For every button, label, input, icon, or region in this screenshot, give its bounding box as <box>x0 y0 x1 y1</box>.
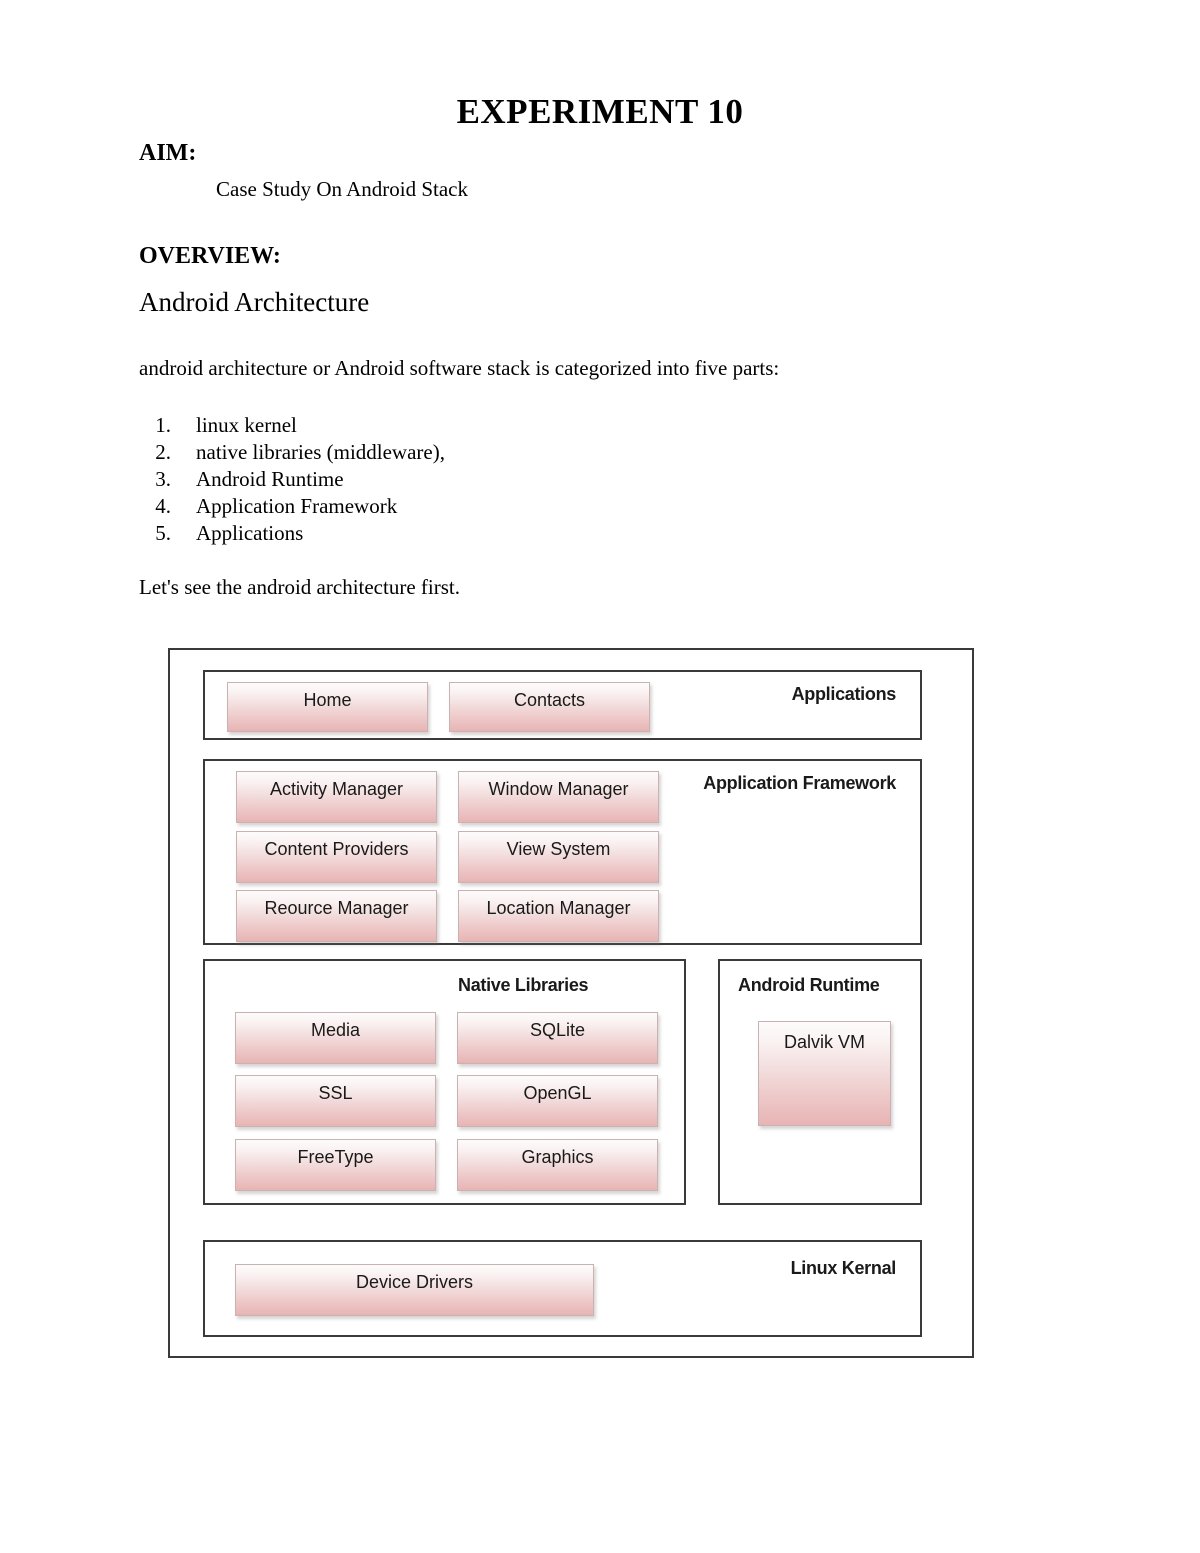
intro-paragraph: android architecture or Android software… <box>139 356 780 380</box>
list-item-label: Android Runtime <box>196 467 344 491</box>
native-box-ssl: SSL <box>235 1075 436 1127</box>
native-libraries-layer-label: Native Libraries <box>458 975 589 995</box>
kernel-box-device-drivers: Device Drivers <box>235 1264 594 1316</box>
applications-layer-panel: Applications Home Contacts <box>203 670 922 740</box>
framework-box-window-manager: Window Manager <box>458 771 659 823</box>
framework-box-content-providers-label: Content Providers <box>264 839 409 859</box>
application-framework-layer-panel: Application Framework Activity Manager W… <box>203 759 922 945</box>
list-item-label: native libraries (middleware), <box>196 440 445 464</box>
list-item-number: 1. <box>155 413 171 437</box>
framework-box-resource-manager: Reource Manager <box>236 890 437 942</box>
list-item: 5. Applications <box>139 520 445 547</box>
linux-kernel-layer-label: Linux Kernal <box>790 1258 897 1278</box>
list-item-number: 5. <box>155 521 171 545</box>
applications-layer-label: Applications <box>791 684 897 704</box>
list-item: 3. Android Runtime <box>139 466 445 493</box>
native-box-ssl-label: SSL <box>318 1083 353 1103</box>
framework-box-window-manager-label: Window Manager <box>488 779 629 799</box>
native-box-sqlite: SQLite <box>457 1012 658 1064</box>
list-item-label: linux kernel <box>196 413 297 437</box>
framework-box-content-providers: Content Providers <box>236 831 437 883</box>
list-item-number: 3. <box>155 467 171 491</box>
overview-label: OVERVIEW: <box>139 243 281 269</box>
native-box-opengl: OpenGL <box>457 1075 658 1127</box>
framework-box-location-manager: Location Manager <box>458 890 659 942</box>
runtime-box-dalvik-vm-label: Dalvik VM <box>783 1032 865 1052</box>
native-box-opengl-label: OpenGL <box>523 1083 592 1103</box>
native-box-sqlite-label: SQLite <box>529 1020 586 1040</box>
list-item-number: 4. <box>155 494 171 518</box>
app-box-home: Home <box>227 682 428 732</box>
app-box-contacts: Contacts <box>449 682 650 732</box>
list-item-label: Applications <box>196 521 304 545</box>
framework-box-resource-manager-label: Reource Manager <box>264 898 409 918</box>
runtime-box-dalvik-vm: Dalvik VM <box>758 1021 891 1126</box>
list-item: 4. Application Framework <box>139 493 445 520</box>
architecture-heading: Android Architecture <box>139 287 370 317</box>
framework-box-view-system-label: View System <box>506 839 611 859</box>
app-box-home-label: Home <box>303 690 352 710</box>
native-box-graphics-label: Graphics <box>521 1147 594 1167</box>
list-item-label: Application Framework <box>196 494 398 518</box>
android-runtime-layer-label: Android Runtime <box>738 975 880 995</box>
list-item-number: 2. <box>155 440 171 464</box>
native-libraries-layer-panel: Native Libraries Media SQLite SSL OpenGL… <box>203 959 686 1205</box>
android-architecture-diagram: Applications Home Contacts Application F… <box>168 648 974 1358</box>
app-box-contacts-label: Contacts <box>513 690 586 710</box>
aim-label: AIM: <box>139 140 197 166</box>
android-runtime-layer-panel: Android Runtime Dalvik VM <box>718 959 922 1205</box>
framework-box-activity-manager: Activity Manager <box>236 771 437 823</box>
native-box-media-label: Media <box>310 1020 361 1040</box>
native-box-media: Media <box>235 1012 436 1064</box>
list-item: 1. linux kernel <box>139 412 445 439</box>
framework-box-location-manager-label: Location Manager <box>486 898 631 918</box>
linux-kernel-layer-panel: Linux Kernal Device Drivers <box>203 1240 922 1337</box>
native-box-graphics: Graphics <box>457 1139 658 1191</box>
application-framework-layer-label: Application Framework <box>703 773 896 793</box>
closing-paragraph: Let's see the android architecture first… <box>139 575 460 599</box>
architecture-parts-list: 1. linux kernel 2. native libraries (middl… <box>139 412 445 547</box>
kernel-box-device-drivers-label: Device Drivers <box>355 1272 474 1292</box>
aim-text: Case Study On Android Stack <box>216 177 468 201</box>
page-title: EXPERIMENT 10 <box>456 92 744 131</box>
framework-box-view-system: View System <box>458 831 659 883</box>
framework-box-activity-manager-label: Activity Manager <box>269 779 404 799</box>
native-box-freetype-label: FreeType <box>297 1147 374 1167</box>
list-item: 2. native libraries (middleware), <box>139 439 445 466</box>
native-box-freetype: FreeType <box>235 1139 436 1191</box>
